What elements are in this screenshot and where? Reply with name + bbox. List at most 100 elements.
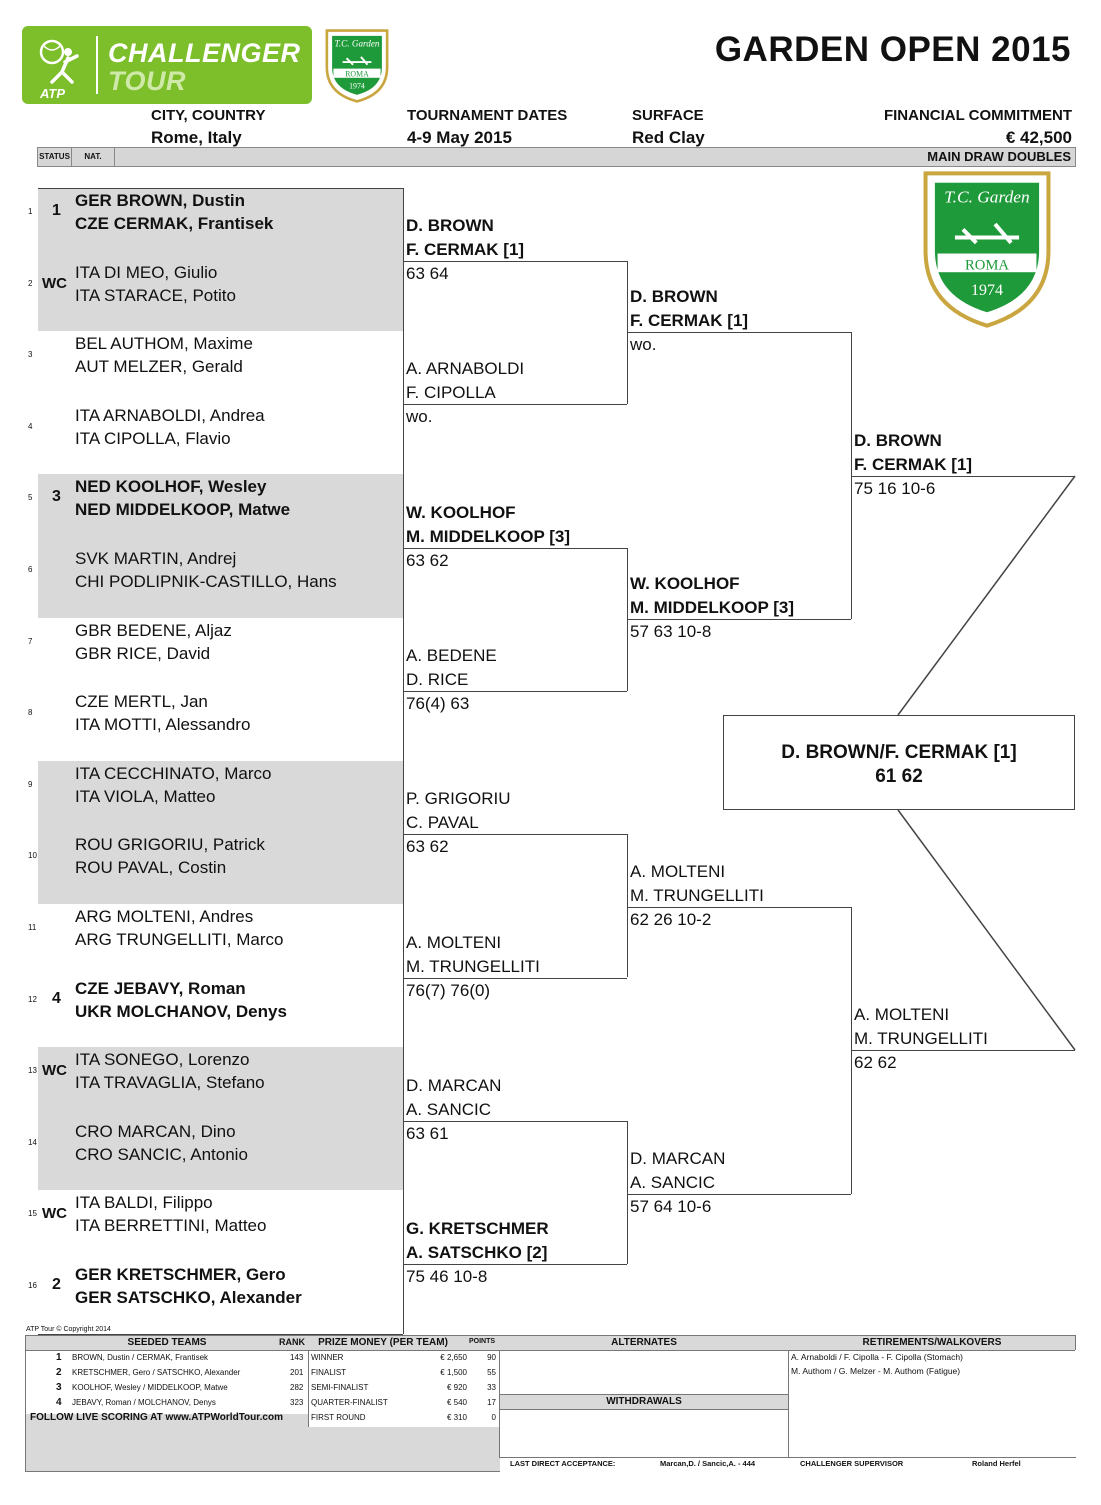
player-name: CHI PODLIPNIK-CASTILLO, Hans — [75, 572, 337, 591]
seed-number: 3 — [56, 1382, 62, 1393]
winner-name: P. GRIGORIU — [406, 789, 511, 809]
wildcard-badge: WC — [42, 1062, 67, 1080]
bracket-connector — [627, 1120, 628, 1265]
slot-number: 9 — [28, 779, 33, 789]
first-round-bottom-line — [38, 1333, 403, 1335]
bracket-line — [851, 476, 1075, 477]
player-name: GER SATSCHKO, Alexander — [75, 1288, 302, 1307]
svg-text:T.C. Garden: T.C. Garden — [334, 38, 379, 48]
match-score: 63 64 — [406, 264, 449, 283]
retirement-entry: A. Arnaboldi / F. Cipolla - F. Cipolla (… — [791, 1352, 963, 1362]
seeded-area — [26, 1350, 308, 1414]
withdrawals-header-row — [500, 1394, 788, 1410]
match-score: 63 61 — [406, 1123, 449, 1143]
winner-name: W. KOOLHOF — [630, 574, 740, 594]
commitment-label: FINANCIAL COMMITMENT — [883, 107, 1072, 124]
copyright-text: ATP Tour © Copyright 2014 — [26, 1326, 111, 1333]
winner-name: F. CERMAK [1] — [854, 455, 973, 474]
shaded-section — [38, 474, 403, 618]
seed-number: 4 — [52, 989, 61, 1007]
player-name: SVK MARTIN, Andrej — [75, 549, 237, 568]
bracket-connector — [627, 834, 628, 978]
player-name: ITA BALDI, Filippo — [75, 1193, 213, 1213]
city-label: CITY, COUNTRY — [151, 107, 266, 124]
retirements-area — [788, 1350, 1077, 1458]
player-name: CZE MERTL, Jan — [75, 692, 208, 712]
city-value: Rome, Italy — [151, 128, 242, 147]
winner-name: G. KRETSCHMER — [406, 1219, 549, 1239]
winner-name: M. TRUNGELLITI — [406, 956, 540, 976]
prize-round: WINNER — [311, 1353, 344, 1362]
alternates-header: ALTERNATES — [611, 1337, 677, 1348]
winner-name: D. RICE — [406, 669, 469, 689]
surface-label: SURFACE — [632, 107, 704, 124]
slot-number: 11 — [28, 923, 37, 932]
winner-name: A. SANCIC — [630, 1172, 716, 1192]
player-name: UKR MOLCHANOV, Denys — [75, 1001, 287, 1021]
slot-number: 14 — [28, 1137, 37, 1147]
prize-money: € 310 — [446, 1413, 467, 1422]
status-column-header: STATUS — [38, 148, 72, 166]
winner-name: A. ARNABOLDI — [406, 359, 525, 379]
slot-number: 13 — [28, 1066, 37, 1076]
first-round-border — [403, 188, 404, 1334]
player-name: GER KRETSCHMER, Gero — [75, 1265, 286, 1284]
seed-rank: 323 — [290, 1398, 304, 1407]
slot-number: 3 — [28, 350, 33, 360]
footer-header-row — [26, 1336, 1075, 1351]
seed-number: 3 — [52, 488, 61, 506]
winner-name: A. BEDENE — [406, 645, 497, 665]
player-name: AUT MELZER, Gerald — [75, 357, 243, 377]
first-round-top-line — [38, 188, 403, 189]
seed-number: 2 — [56, 1367, 62, 1378]
match-score: 76(7) 76(0) — [406, 980, 491, 1000]
bracket-line — [627, 332, 851, 333]
points-header: POINTS — [468, 1338, 496, 1345]
match-score: wo. — [630, 335, 657, 354]
match-score: 63 62 — [406, 837, 449, 857]
seeded-team: KOOLHOF, Wesley / MIDDELKOOP, Matwe — [72, 1383, 228, 1392]
seed-rank: 143 — [290, 1353, 304, 1362]
match-score: 63 62 — [406, 550, 449, 570]
prize-money: € 540 — [446, 1398, 467, 1407]
seed-rank: 201 — [290, 1368, 304, 1377]
player-name: ITA ARNABOLDI, Andrea — [75, 405, 265, 425]
champion-team: D. BROWN/F. CERMAK [1] — [781, 742, 1017, 763]
player-name: CRO MARCAN, Dino — [75, 1121, 236, 1141]
shaded-section — [38, 1047, 403, 1191]
champion-score: 61 62 — [875, 766, 923, 787]
winner-name: F. CERMAK [1] — [630, 311, 749, 330]
bracket-line — [403, 1120, 627, 1122]
last-direct-acceptance-value: Marcan,D. / Sancic,A. - 444 — [660, 1459, 756, 1468]
match-score: 57 63 10-8 — [630, 622, 712, 642]
match-score: 62 62 — [854, 1053, 897, 1072]
bracket-line — [403, 547, 627, 549]
player-name: GBR RICE, David — [75, 643, 211, 663]
winner-name: D. BROWN — [406, 216, 494, 235]
bracket-line — [851, 1050, 1075, 1051]
winner-name: D. MARCAN — [630, 1148, 726, 1168]
slot-number: 7 — [28, 636, 33, 646]
slot-number: 12 — [28, 994, 37, 1004]
player-name: GBR BEDENE, Aljaz — [75, 620, 232, 640]
prize-round: FINALIST — [311, 1368, 347, 1377]
supervisor-label: CHALLENGER SUPERVISOR — [800, 1459, 904, 1468]
seed-number: 2 — [52, 1276, 61, 1293]
svg-text:1974: 1974 — [971, 282, 1003, 299]
winner-name: A. MOLTENI — [854, 1005, 950, 1024]
shaded-section — [38, 188, 403, 332]
slot-number: 2 — [28, 278, 33, 288]
bracket-line — [403, 404, 627, 406]
retirement-entry: M. Authom / G. Melzer - M. Authom (Fatig… — [791, 1366, 961, 1376]
retirements-header: RETIREMENTS/WALKOVERS — [862, 1337, 1002, 1348]
match-score: 75 46 10-8 — [406, 1267, 488, 1287]
player-name: ARG TRUNGELLITI, Marco — [75, 930, 284, 949]
commitment-value: € 42,500 — [1005, 128, 1072, 147]
nat-column-header: NAT. — [72, 148, 115, 166]
winner-name: D. MARCAN — [406, 1075, 502, 1095]
withdrawals-header: WITHDRAWALS — [606, 1396, 682, 1407]
svg-text:T.C. Garden: T.C. Garden — [944, 188, 1029, 207]
player-name: NED KOOLHOF, Wesley — [75, 477, 267, 497]
